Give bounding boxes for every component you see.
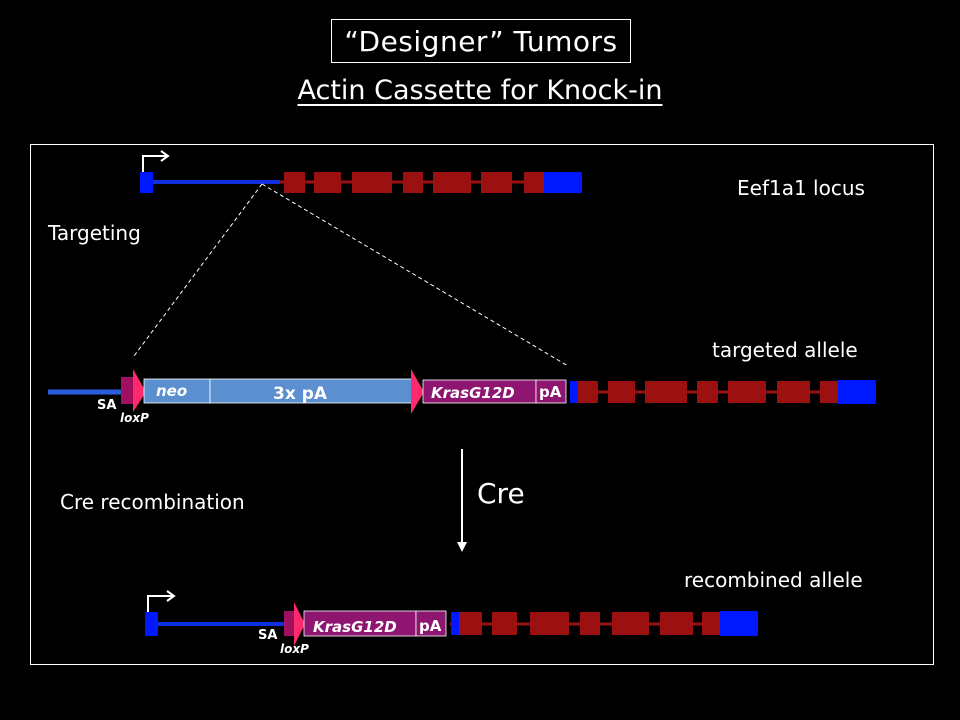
kras-label: KrasG12D [313, 618, 397, 636]
pa-label: pA [419, 617, 442, 635]
utr-5-block [140, 172, 153, 193]
promoter-arrowhead [160, 150, 170, 162]
exon-block [660, 612, 693, 635]
recombined-allele-label: recombined allele [684, 568, 863, 592]
endogenous-locus [140, 150, 582, 193]
pa-box [535, 379, 567, 404]
triple-pa-label: 3x pA [273, 384, 328, 404]
exon-block [524, 172, 544, 193]
targeting-label: Targeting [47, 221, 141, 245]
splice-acceptor-block [121, 377, 133, 404]
exon-block [314, 172, 341, 193]
cre-label: Cre [477, 477, 525, 510]
promoter-arrow-icon [142, 155, 166, 176]
slide-title: “Designer” Tumors [331, 19, 631, 63]
pa-box [415, 610, 447, 637]
utr-block [451, 612, 459, 635]
splice-acceptor-block [284, 611, 294, 636]
utr-3-block [544, 172, 582, 193]
utr-5-block [145, 612, 158, 636]
utr-3-block [720, 611, 758, 636]
targeting-line-left [133, 183, 263, 357]
exon-block [459, 612, 482, 635]
targeting-line-right [261, 183, 569, 367]
exon-block [352, 172, 392, 193]
pa-label: pA [539, 383, 562, 401]
neo-box [143, 378, 211, 404]
promoter-arrowhead [166, 590, 176, 602]
locus-label: Eef1a1 locus [737, 176, 865, 200]
kras-label: KrasG12D [431, 384, 515, 402]
exon-block [403, 172, 423, 193]
neo-label: neo [156, 382, 187, 400]
exon-block [608, 381, 635, 403]
targeted-allele-label: targeted allele [712, 338, 858, 362]
exon-block [481, 172, 512, 193]
exon-block [433, 172, 471, 193]
down-arrow-icon [457, 542, 467, 552]
loxp-label: loxP [120, 411, 149, 425]
slide-subtitle: Actin Cassette for Knock-in [297, 75, 663, 106]
kras-box [303, 610, 417, 637]
exon-block [578, 381, 598, 403]
exon-block [702, 612, 722, 635]
slide-title-text: “Designer” Tumors [344, 24, 618, 58]
exon-block [530, 612, 569, 635]
cre-recombination-label: Cre recombination [60, 490, 245, 514]
loxp-triangle-icon [133, 369, 146, 412]
loxp-triangle-icon [411, 369, 424, 414]
exon-block [284, 172, 305, 193]
exon-block [697, 381, 718, 403]
targeted-allele [48, 369, 876, 414]
sa-label: SA [97, 398, 116, 413]
exon-block [645, 381, 687, 403]
exon-block [580, 612, 600, 635]
exon-block [820, 381, 840, 403]
exon-block [728, 381, 766, 403]
promoter-arrow-icon [147, 595, 172, 614]
loxp-triangle-icon [294, 602, 305, 646]
utr-3-block [838, 380, 876, 404]
utr-block [570, 381, 578, 403]
exon-block [612, 612, 649, 635]
sa-label: SA [258, 628, 277, 643]
exon-block [777, 381, 810, 403]
loxp-label: loxP [280, 642, 309, 656]
triple-pa-box [209, 378, 415, 404]
exon-block [492, 612, 517, 635]
diagram-frame [30, 144, 934, 665]
recombined-allele [145, 590, 758, 646]
